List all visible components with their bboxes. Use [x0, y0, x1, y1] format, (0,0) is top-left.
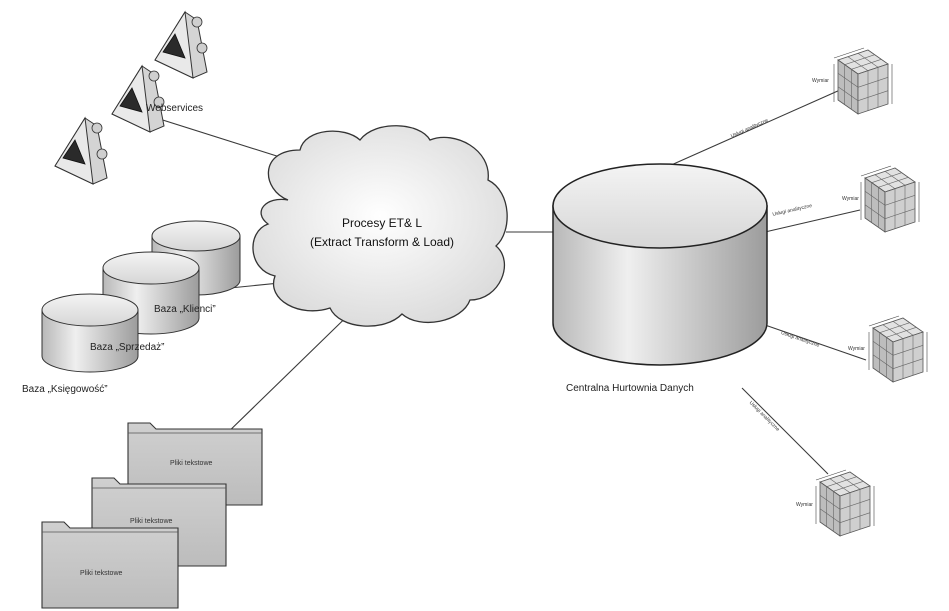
cube-axis-label-4: Wymiar	[796, 502, 813, 508]
olap-cube-icon	[860, 165, 920, 233]
webservices-label: Webservices	[146, 103, 204, 114]
line-warehouse-cube-3	[764, 324, 867, 361]
cube-axis-label-2: Wymiar	[842, 196, 859, 202]
etl-cloud-subtitle: (Extract Transform & Load)	[309, 235, 455, 249]
etl-cloud-title: Procesy ET& L	[341, 216, 423, 230]
olap-cubes	[815, 47, 928, 537]
webservices-group	[54, 11, 208, 185]
databases-group	[41, 220, 241, 373]
cube-axis-label-1: Wymiar	[812, 78, 829, 84]
warehouse-cylinder	[552, 163, 768, 366]
etl-cloud	[252, 125, 508, 327]
line-warehouse-cube-1	[659, 89, 841, 171]
database-ksiegowosc	[41, 293, 139, 373]
webservice-icon	[154, 11, 208, 79]
olap-cube-icon	[833, 47, 893, 115]
webservice-icon	[54, 117, 108, 185]
database-klienci-label: Baza „Klienci”	[154, 304, 216, 315]
line-warehouse-cube-2	[764, 209, 861, 233]
line-warehouse-cube-4	[741, 387, 829, 475]
files-group	[41, 422, 263, 609]
warehouse-label: Centralna Hurtownia Danych	[566, 383, 694, 394]
olap-cube-icon	[815, 469, 875, 537]
webservice-icon	[111, 65, 165, 133]
olap-cube-icon	[868, 315, 928, 383]
file-label-1: Pliki tekstowe	[170, 460, 213, 467]
folder-file-3	[41, 521, 179, 609]
database-ksiegowosc-label: Baza „Księgowość”	[22, 384, 108, 395]
file-label-2: Pliki tekstowe	[130, 518, 173, 525]
database-sprzedaz-label: Baza „Sprzedaż”	[90, 342, 165, 353]
etl-cloud-label: Procesy ET& L (Extract Transform & Load)	[270, 214, 494, 252]
file-label-3: Pliki tekstowe	[80, 570, 123, 577]
cube-axis-label-3: Wymiar	[848, 346, 865, 352]
